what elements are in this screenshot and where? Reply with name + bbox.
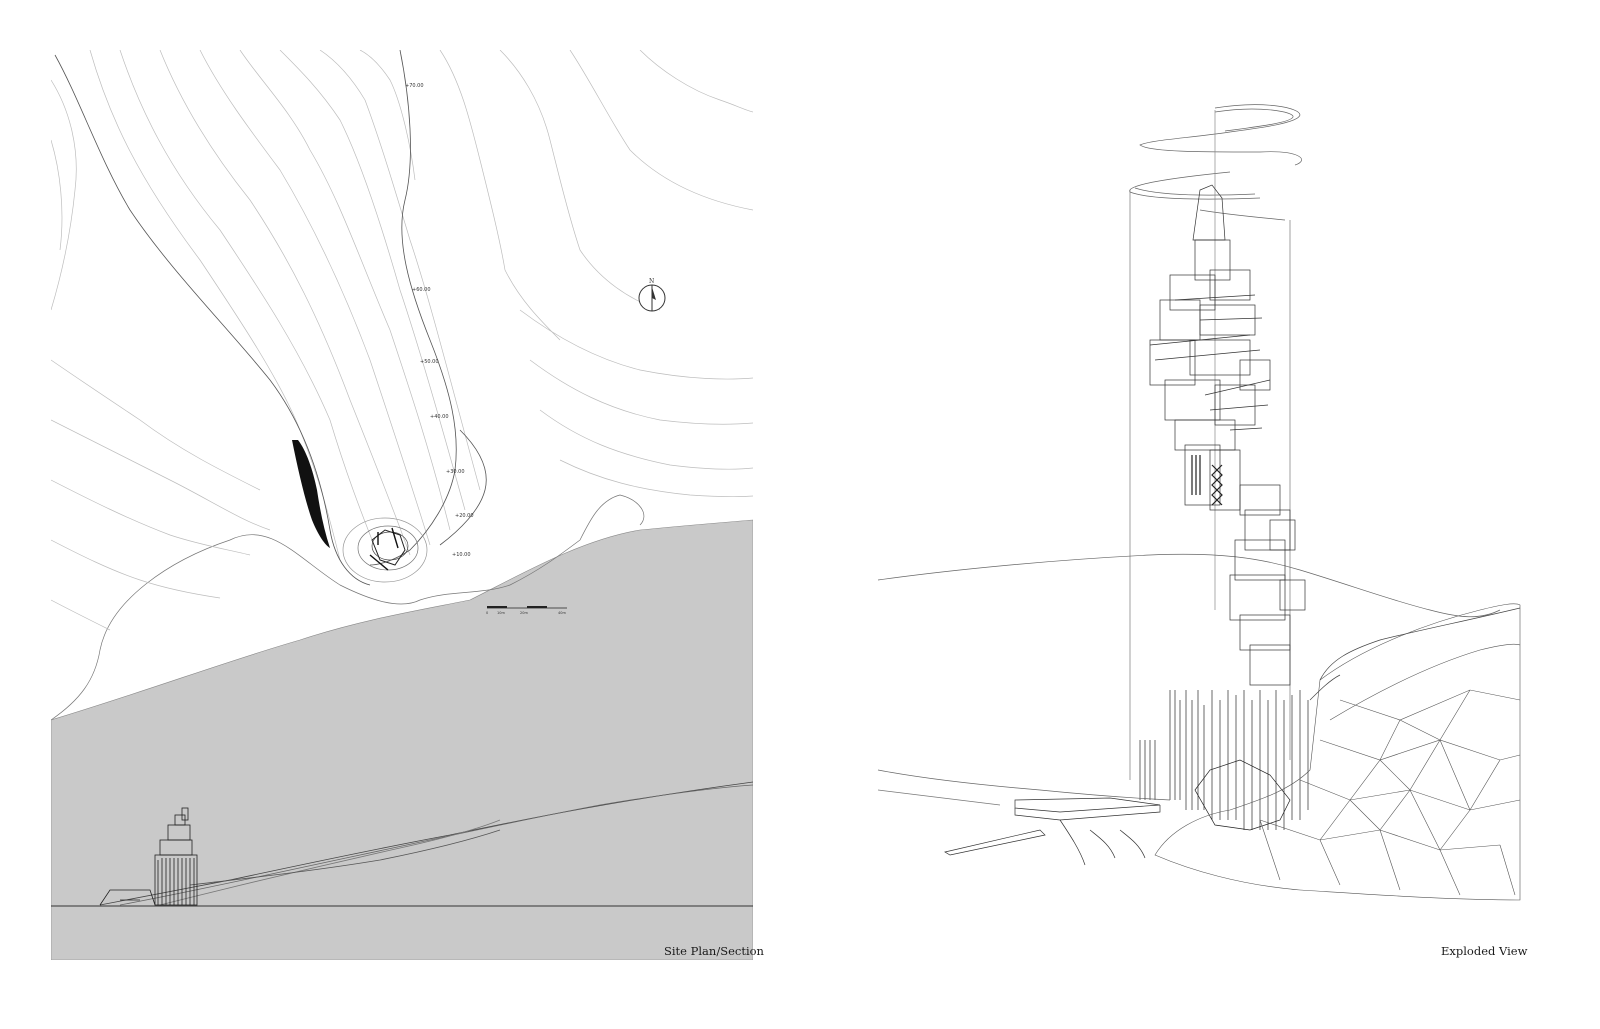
scale-label-40: 40m — [558, 611, 566, 615]
contour-label-70: +70.00 — [405, 83, 424, 89]
contour-label-10: +10.00 — [452, 552, 471, 558]
ridge-curve — [1319, 607, 1521, 681]
contour-label-60: +60.00 — [412, 287, 431, 293]
scale-label-0: 0 — [486, 611, 488, 615]
pile-columns — [1139, 690, 1309, 830]
foreground-terrain-left — [877, 769, 1171, 801]
section-terrain — [51, 781, 753, 907]
scale-bar: 0 10m 20m 40m — [486, 606, 567, 615]
exploded-view-panel — [877, 104, 1521, 901]
contour-label-40: +40.00 — [430, 414, 449, 420]
exploded-view-caption: Exploded View — [1441, 944, 1528, 958]
site-plan-caption: Site Plan/Section — [664, 944, 764, 958]
section-tower — [99, 807, 198, 906]
ground-mass — [51, 519, 753, 960]
tower-base — [1194, 759, 1291, 831]
contour-label-50: +50.00 — [420, 359, 439, 365]
north-arrow: N — [638, 278, 666, 312]
cliff-mass — [292, 440, 330, 548]
scale-label-20: 20m — [520, 611, 528, 615]
truss-zigzag — [1211, 464, 1223, 506]
scale-label-10: 10m — [497, 611, 505, 615]
spiral-ribbon — [1129, 104, 1302, 221]
contour-label-30: +30.00 — [446, 469, 465, 475]
contour-label-20: +20.00 — [455, 513, 474, 519]
mesh-terrain — [1154, 603, 1521, 901]
coastline — [51, 494, 645, 721]
north-label: N — [649, 278, 654, 285]
tower-upper-cluster — [1149, 184, 1271, 511]
ridge-lines — [54, 50, 487, 586]
site-plan-panel: +70.00 +60.00 +50.00 +40.00 +30.00 +20.0… — [51, 50, 753, 960]
bridge-plinth — [944, 797, 1161, 866]
horizon-line — [877, 553, 1501, 618]
tower-middle-cluster — [1229, 484, 1306, 686]
building-plan — [342, 517, 428, 583]
